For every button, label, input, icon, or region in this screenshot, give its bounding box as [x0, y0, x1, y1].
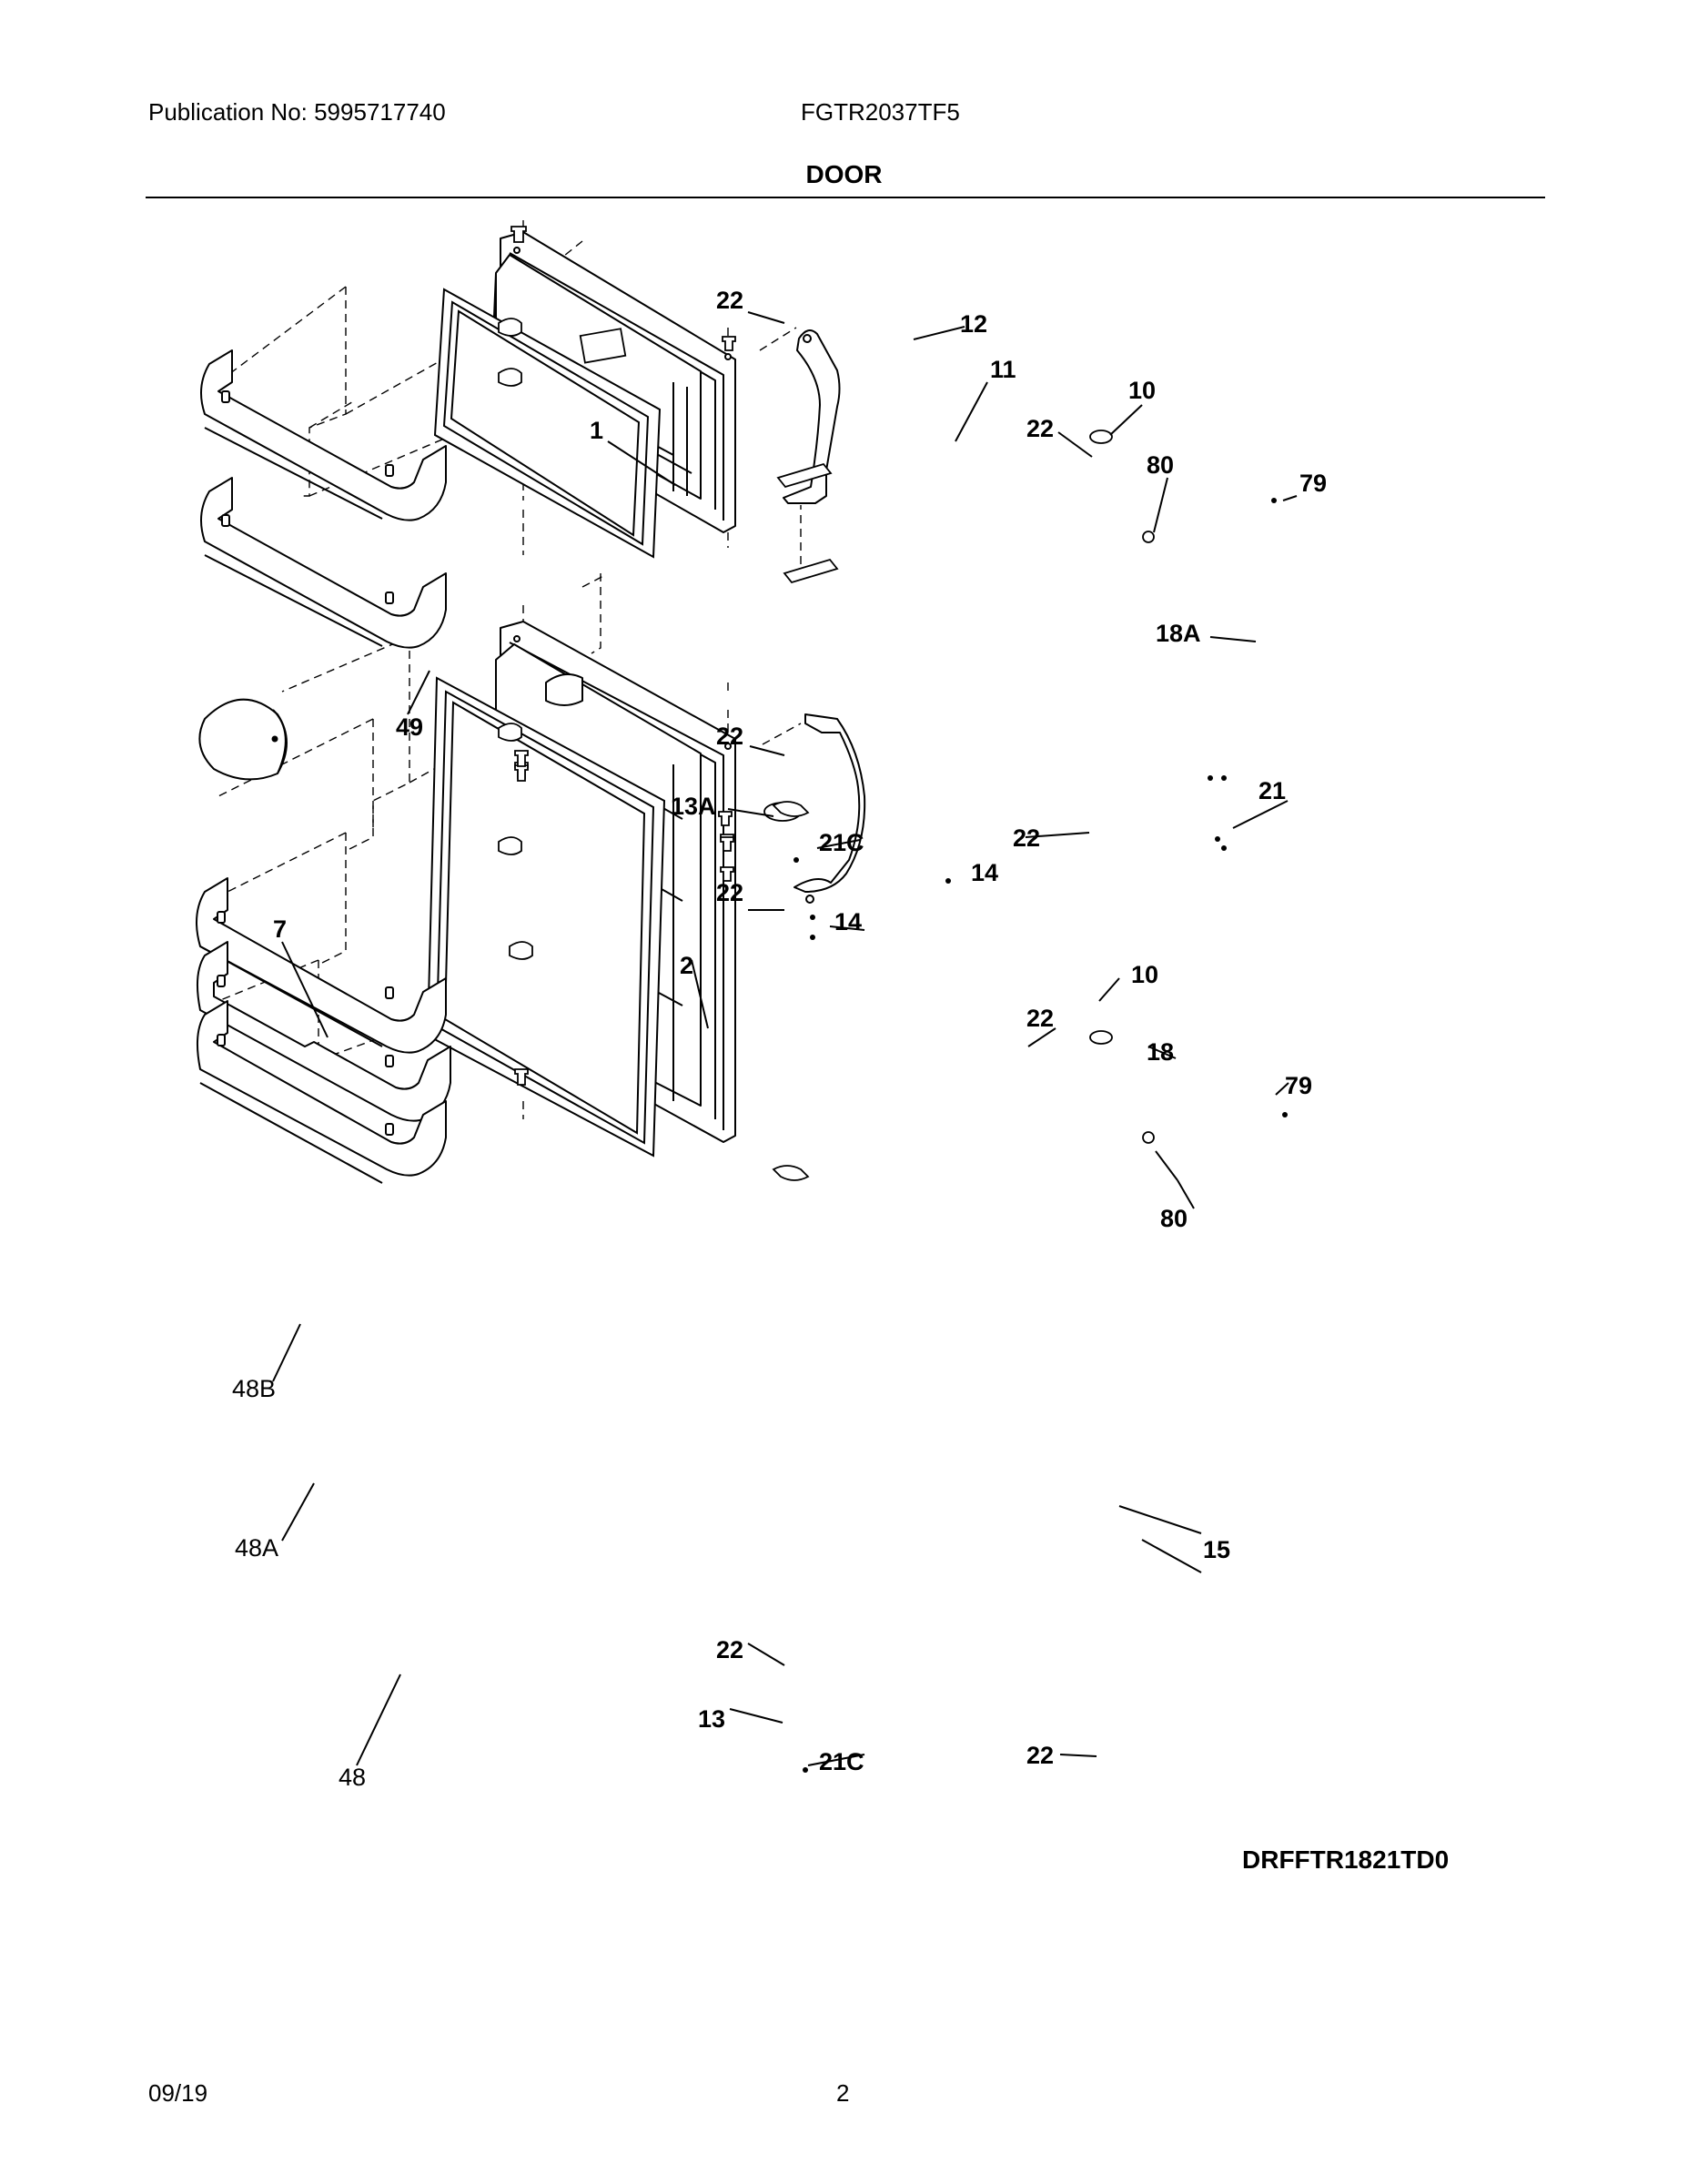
callout-label: 1 — [590, 417, 603, 444]
small-screws — [793, 498, 1288, 1773]
callout-label: 14 — [971, 859, 998, 886]
door-handles — [783, 329, 866, 904]
callout-label: 15 — [1203, 1536, 1230, 1563]
callout-label: 22 — [1026, 415, 1054, 442]
callout-label: 22 — [716, 879, 743, 906]
callout-label: 10 — [1128, 377, 1156, 404]
callout-label: 11 — [990, 356, 1016, 383]
callout-label: 22 — [1013, 824, 1040, 852]
callout-label: 18 — [1147, 1038, 1174, 1066]
callout-label: 22 — [716, 1636, 743, 1663]
callout-label: 13A — [671, 793, 716, 820]
callout-label: 22 — [716, 723, 743, 750]
callout-label: 48 — [339, 1764, 366, 1791]
freezer-gasket — [433, 288, 662, 559]
header-rule — [146, 197, 1545, 198]
callout-label: 22 — [1026, 1005, 1054, 1032]
callout-label: 13 — [698, 1705, 725, 1733]
diagram-code: DRFFTR1821TD0 — [1242, 1845, 1450, 1874]
callout-label: 7 — [273, 915, 287, 943]
publication-date: 09/19 — [148, 2079, 208, 2107]
callout-label: 49 — [396, 713, 423, 741]
fresh-food-gasket — [426, 676, 666, 1158]
callout-label: 48B — [232, 1375, 276, 1402]
callout-label: 18A — [1156, 620, 1201, 647]
callout-label: 12 — [960, 310, 987, 338]
section-title: DOOR — [805, 160, 883, 188]
callout-label: 79 — [1299, 470, 1327, 497]
door-shelves — [196, 349, 451, 1184]
callout-label: 21C — [819, 1748, 864, 1775]
leader-lines — [272, 311, 1298, 1766]
callout-label: 21 — [1258, 777, 1286, 804]
callout-label: 22 — [716, 287, 743, 314]
page-number: 2 — [836, 2079, 850, 2107]
dairy-door — [198, 698, 288, 781]
callout-label: 14 — [834, 908, 862, 935]
callout-label: 22 — [1026, 1742, 1054, 1769]
callout-label: 2 — [680, 952, 693, 979]
callout-label: 80 — [1147, 451, 1174, 479]
callout-label: 21C — [819, 829, 864, 856]
callout-label: 10 — [1131, 961, 1158, 988]
callout-label: 80 — [1160, 1205, 1188, 1232]
publication-number: Publication No: 5995717740 — [148, 98, 446, 126]
callout-label: 79 — [1285, 1072, 1312, 1099]
callout-label: 48A — [235, 1534, 278, 1562]
model-number: FGTR2037TF5 — [801, 98, 960, 126]
callout-labels: 22 12 11 10 22 80 79 1 18A 49 22 13A 21C… — [232, 287, 1327, 1791]
